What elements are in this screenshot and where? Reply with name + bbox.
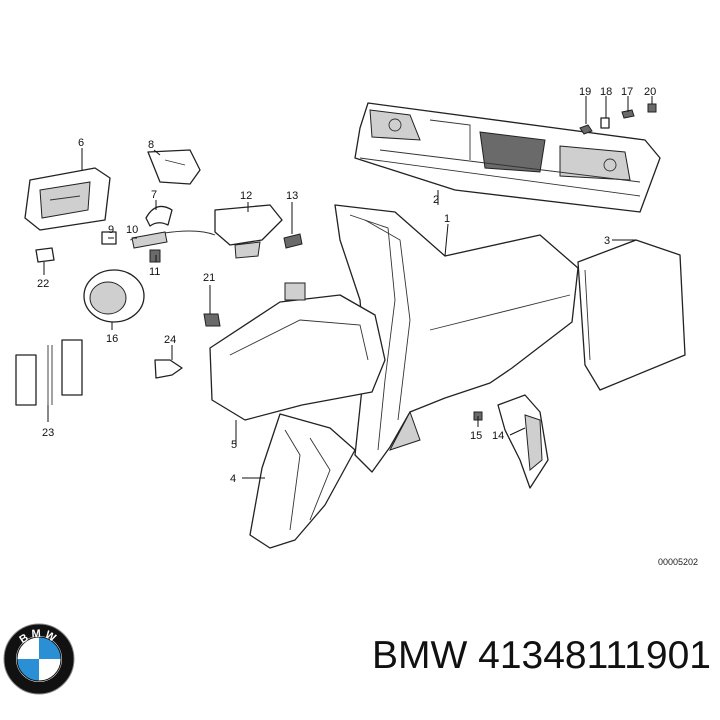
bolt-13 <box>283 233 303 249</box>
fuel-filler-housing <box>24 167 111 231</box>
callout-23: 23 <box>42 427 54 439</box>
clip-11 <box>149 249 161 263</box>
callout-7: 7 <box>151 189 157 201</box>
support-bracket <box>147 149 201 185</box>
callout-8: 8 <box>148 139 154 151</box>
callout-10: 10 <box>126 224 138 236</box>
rear-panel <box>354 102 661 213</box>
callout-14: 14 <box>492 430 504 442</box>
callout-21: 21 <box>203 272 215 284</box>
callout-9: 9 <box>108 224 114 236</box>
callout-6: 6 <box>78 137 84 149</box>
part-number-caption: BMW 41348111901 <box>372 634 711 677</box>
callout-17: 17 <box>621 86 633 98</box>
reference-code: 00005202 <box>658 557 698 567</box>
bracket <box>497 394 549 489</box>
clip-set <box>15 339 83 406</box>
bmw-logo: BMW <box>3 623 75 695</box>
leader-lines <box>43 96 653 479</box>
rear-quarter-panel <box>334 204 579 473</box>
callout-4: 4 <box>230 473 236 485</box>
seal-ring <box>83 269 145 323</box>
svg-text:BMW: BMW <box>17 628 60 646</box>
logo-letters: BMW <box>17 628 57 646</box>
callout-11: 11 <box>149 266 160 278</box>
callouts: 1 2 3 4 5 6 7 8 9 10 11 12 13 14 15 16 1… <box>37 86 656 485</box>
flap-7 <box>145 205 173 227</box>
callout-18: 18 <box>600 86 612 98</box>
callout-1: 1 <box>444 213 450 225</box>
callout-13: 13 <box>286 190 298 202</box>
pin-10 <box>131 231 168 249</box>
inner-panel <box>249 413 356 549</box>
fastener-set <box>579 103 657 135</box>
callout-22: 22 <box>37 278 49 290</box>
actuator <box>129 204 283 259</box>
callout-20: 20 <box>644 86 656 98</box>
parts-diagram: 1 2 3 4 5 6 7 8 9 10 11 12 13 14 15 16 1… <box>15 86 698 567</box>
quarter-outer-skin <box>577 239 686 391</box>
callout-3: 3 <box>604 235 610 247</box>
wheel-housing <box>209 282 386 421</box>
callout-19: 19 <box>579 86 591 98</box>
grommet-21 <box>203 313 221 327</box>
callout-12: 12 <box>240 190 252 202</box>
callout-15: 15 <box>470 430 482 442</box>
bracket-24 <box>154 359 183 379</box>
clip-22 <box>35 247 55 263</box>
callout-5: 5 <box>231 439 237 451</box>
callout-24: 24 <box>164 334 176 346</box>
callout-2: 2 <box>433 194 439 206</box>
callout-16: 16 <box>106 333 118 345</box>
